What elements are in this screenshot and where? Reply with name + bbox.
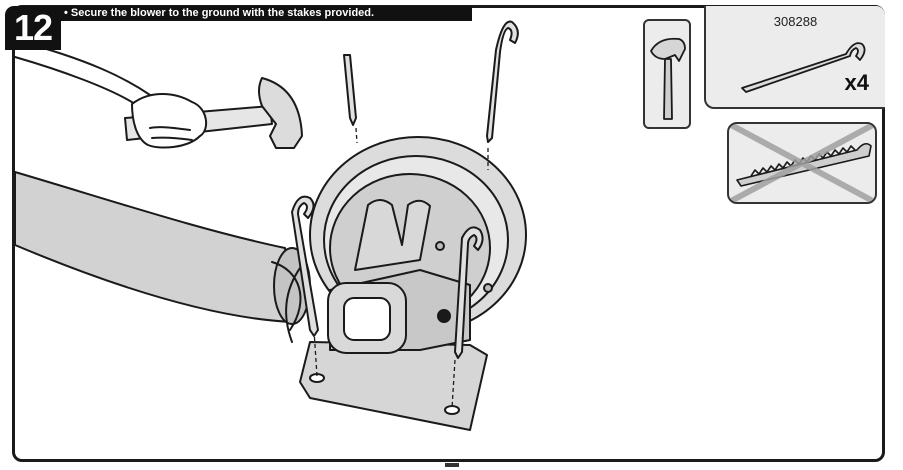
stake-icon: [741, 42, 866, 93]
tool-panel: [643, 19, 691, 129]
prohibited-stake-icon: [730, 124, 874, 202]
stake-top-right: [486, 20, 519, 143]
step-instruction: • Secure the blower to the ground with t…: [58, 6, 472, 21]
step-number-badge: 12: [5, 6, 61, 50]
parts-panel: 308288 x4: [704, 6, 885, 109]
part-number: 308288: [773, 14, 818, 29]
stake-top-left: [343, 54, 357, 126]
blower-base: [299, 341, 488, 431]
stake-front-left: [291, 195, 319, 337]
inflatable-tube: [14, 171, 293, 323]
page-tab: [445, 463, 459, 467]
hand: [131, 93, 208, 149]
part-quantity: x4: [844, 70, 869, 95]
stake-front-right: [454, 226, 484, 359]
hammer-icon: [650, 37, 686, 120]
blower-handle: [354, 199, 431, 271]
incorrect-stake-panel: [727, 122, 877, 204]
hammer-head: [258, 77, 303, 149]
